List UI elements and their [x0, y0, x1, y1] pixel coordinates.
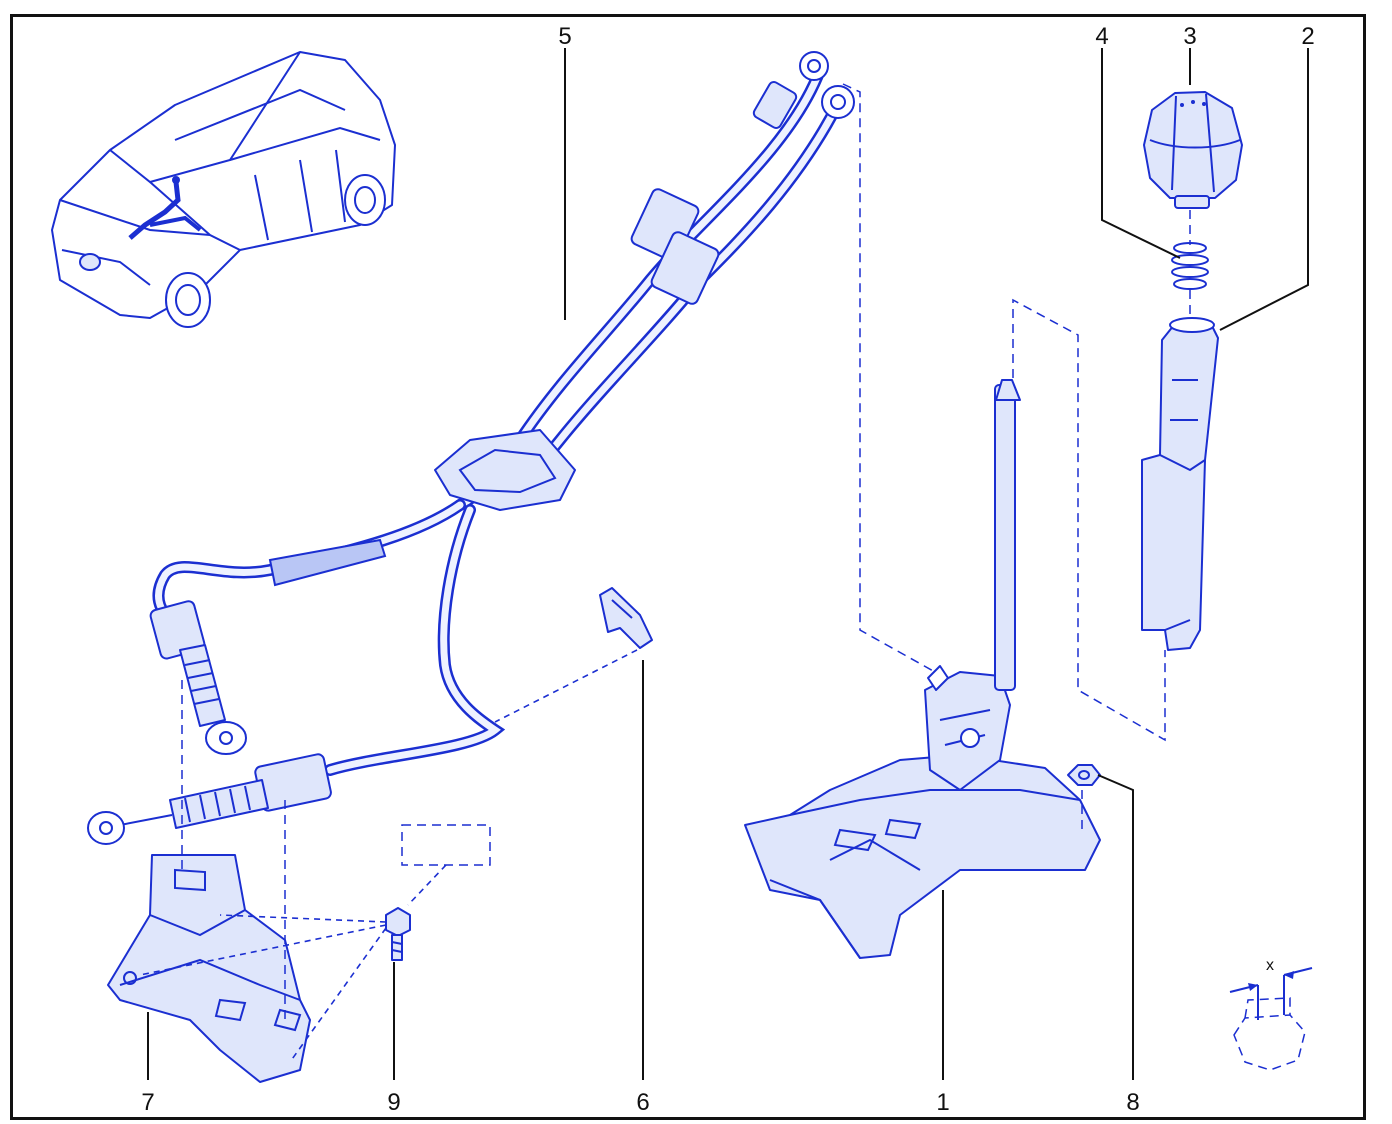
leader-2	[1219, 48, 1309, 331]
leader-4	[1101, 48, 1181, 259]
spring	[1171, 242, 1209, 290]
gear-cable-assembly	[87, 51, 855, 845]
cable-bracket	[107, 854, 311, 1083]
callout-2: 2	[1301, 23, 1314, 50]
callout-1: 1	[936, 1089, 949, 1116]
callout-6: 6	[636, 1089, 649, 1116]
bolt	[385, 824, 491, 961]
callout-8: 8	[1126, 1089, 1139, 1116]
callout-7: 7	[141, 1089, 154, 1116]
callout-9: 9	[387, 1089, 400, 1116]
callout-5: 5	[558, 23, 571, 50]
callout-4: 4	[1095, 23, 1108, 50]
dimension-detail	[1229, 967, 1313, 1071]
leader-8	[1097, 774, 1134, 1080]
vehicle-location-thumbnail	[51, 51, 396, 328]
callout-3: 3	[1183, 23, 1196, 50]
gear-lever-sleeve	[1141, 317, 1219, 651]
gear-lever-base	[744, 379, 1101, 959]
callout-labels: 1 2 3 4 5 6 7 8 9 x	[141, 23, 1314, 1116]
assembly-dash-lines	[139, 83, 1191, 1063]
leader-lines	[147, 48, 1309, 1080]
cable-clip	[599, 587, 653, 649]
dimension-x-label: x	[1266, 957, 1274, 974]
gear-knob	[1143, 91, 1243, 209]
nut	[1067, 764, 1101, 786]
